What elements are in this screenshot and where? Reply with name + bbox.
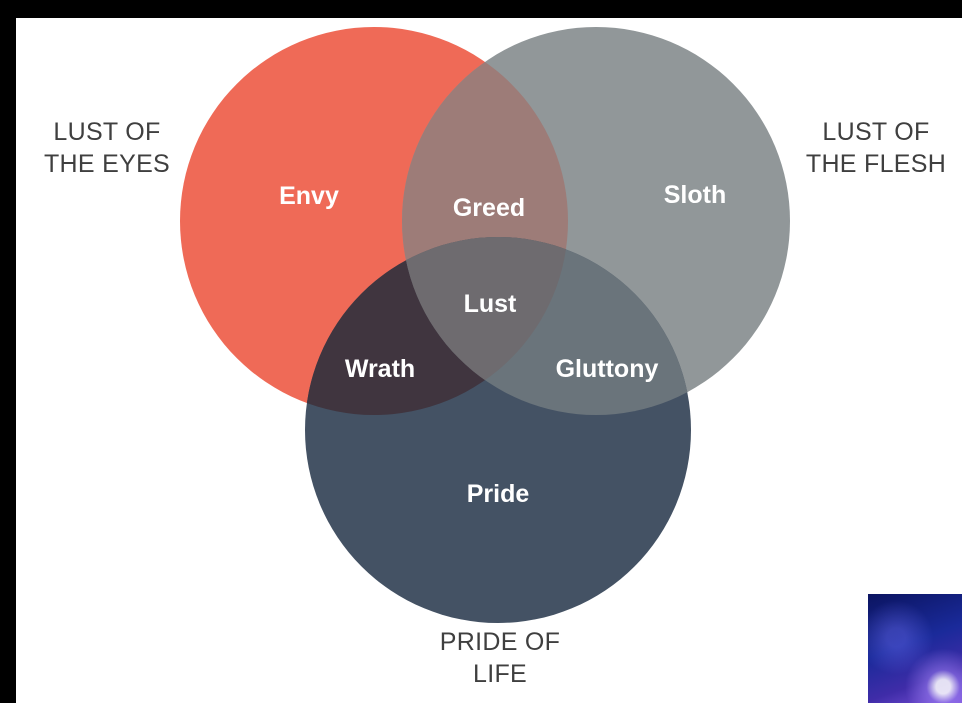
outer-label-lust-of-the-flesh: LUST OF THE FLESH — [790, 116, 962, 180]
outer-label-lust-of-the-eyes: LUST OF THE EYES — [22, 116, 192, 180]
region-label-greed: Greed — [453, 194, 525, 222]
outer-label-line: THE FLESH — [790, 148, 962, 180]
region-label-sloth: Sloth — [664, 181, 727, 209]
region-label-envy: Envy — [279, 182, 339, 210]
outer-label-line: LUST OF — [22, 116, 192, 148]
outer-label-line: THE EYES — [22, 148, 192, 180]
region-label-pride: Pride — [467, 480, 530, 508]
region-label-wrath: Wrath — [345, 355, 415, 383]
space-thumbnail-image — [868, 594, 962, 703]
outer-label-line: LUST OF — [790, 116, 962, 148]
outer-label-line: PRIDE OF — [410, 626, 590, 658]
region-label-lust: Lust — [464, 290, 517, 318]
region-label-gluttony: Gluttony — [556, 355, 659, 383]
outer-label-pride-of-life: PRIDE OF LIFE — [410, 626, 590, 690]
outer-label-line: LIFE — [410, 658, 590, 690]
